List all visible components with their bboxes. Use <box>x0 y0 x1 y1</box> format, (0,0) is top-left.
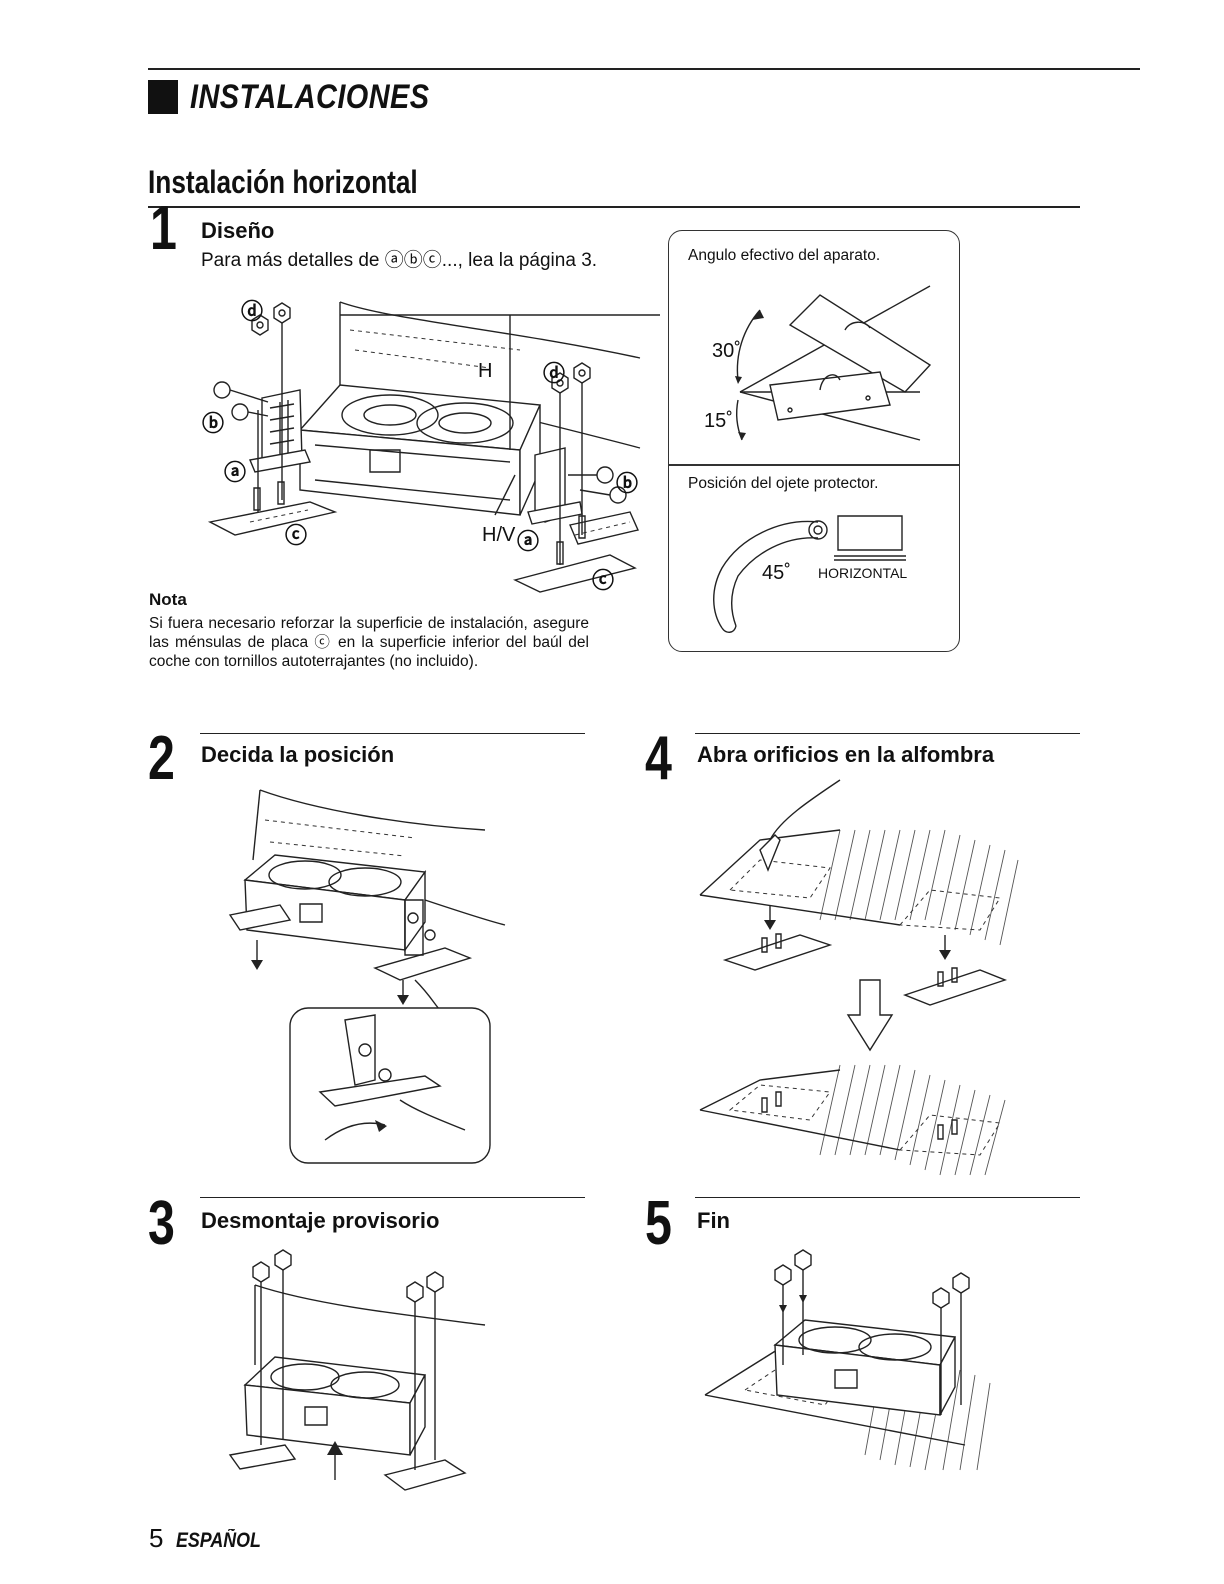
label-hv: H/V <box>482 524 516 546</box>
step-5-number: 5 <box>645 1189 672 1258</box>
page-number: 5 <box>149 1523 164 1553</box>
step-2-number: 2 <box>148 724 175 793</box>
step-3-number: 3 <box>148 1189 175 1258</box>
top-rule <box>148 68 1140 70</box>
footer-language: ESPAÑOL <box>176 1529 261 1552</box>
position-diagram <box>225 780 505 1170</box>
angle-panel <box>668 230 960 652</box>
carpet-diagram <box>700 780 1030 1180</box>
note-text: Si fuera necesario reforzar la superfici… <box>149 615 589 670</box>
note-title: Nota <box>149 590 187 609</box>
angle-diagram <box>735 280 950 450</box>
label-h: H <box>478 360 493 382</box>
step-3-title: Desmontaje provisorio <box>201 1208 440 1233</box>
angle-30-label: 30˚ <box>712 340 741 362</box>
label-c-left: ⓒ <box>285 523 308 548</box>
horizontal-label: HORIZONTAL <box>818 565 908 581</box>
layout-diagram <box>190 290 660 590</box>
header-marker <box>148 80 178 114</box>
step-1-title: Diseño <box>201 218 275 243</box>
angle-15-label: 15˚ <box>704 410 733 432</box>
label-b-left: ⓑ <box>202 411 225 436</box>
label-a-right: ⓐ <box>517 529 540 554</box>
label-d-right: ⓓ <box>543 361 566 386</box>
eyelet-title: Posición del ojete protector. <box>688 475 879 492</box>
label-a-left: ⓐ <box>224 460 247 485</box>
section-title: INSTALACIONES <box>190 78 430 116</box>
final-diagram <box>705 1245 1015 1475</box>
step-4-title: Abra orificios en la alfombra <box>697 742 995 767</box>
step-2-title: Decida la posición <box>201 742 395 767</box>
panel-divider <box>668 464 960 466</box>
label-b-right: ⓑ <box>616 471 639 496</box>
step-4-rule <box>695 733 1080 734</box>
step-2-rule <box>200 733 585 734</box>
eyelet-diagram <box>700 508 940 638</box>
label-c-right: ⓒ <box>592 568 615 593</box>
label-d-left: ⓓ <box>241 299 264 324</box>
step-4-number: 4 <box>645 724 672 793</box>
step-5-rule <box>695 1197 1080 1198</box>
subtitle-rule <box>148 206 1080 208</box>
step-5-title: Fin <box>697 1208 730 1233</box>
eyelet-angle-label: 45˚ <box>762 562 791 584</box>
page-subtitle: Instalación horizontal <box>148 164 418 200</box>
step-3-rule <box>200 1197 585 1198</box>
removal-diagram <box>225 1245 495 1500</box>
step-1-text: Para más detalles de ⓐⓑⓒ..., lea la pági… <box>201 250 598 271</box>
angle-title: Angulo efectivo del aparato. <box>688 247 881 264</box>
step-1-number: 1 <box>150 194 177 263</box>
